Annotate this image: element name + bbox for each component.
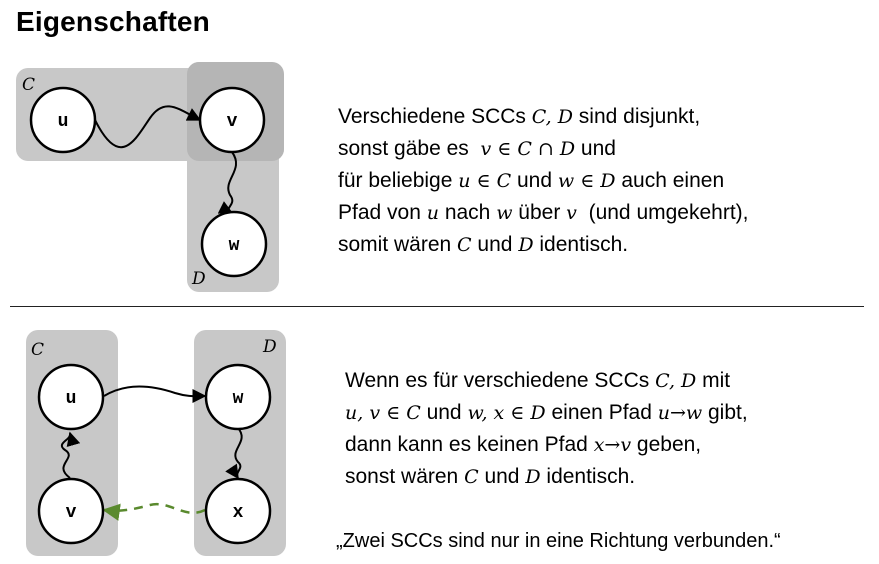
- edge-v-u: [60, 431, 81, 479]
- region-c-bottom-label: C: [31, 340, 44, 360]
- section-divider: [10, 306, 864, 307]
- region-d-label: D: [191, 269, 206, 289]
- top-explanation: Verschiedene SCCs C, D sind disjunkt, so…: [338, 101, 749, 261]
- svg-text:u: u: [66, 389, 77, 409]
- summary-quote: „Zwei SCCs sind nur in eine Richtung ver…: [336, 530, 781, 552]
- node-x-bottom: x: [204, 477, 272, 545]
- node-w: w: [200, 210, 268, 278]
- node-w-bottom: w: [204, 363, 272, 431]
- node-u: u: [29, 86, 97, 154]
- svg-text:u: u: [58, 112, 69, 132]
- region-c-label: C: [22, 75, 35, 95]
- edge-u-v: [94, 105, 202, 149]
- node-v-bottom: v: [37, 477, 105, 545]
- bottom-explanation: Wenn es für verschiedene SCCs C, D mit u…: [345, 365, 748, 493]
- node-v: v: [198, 86, 266, 154]
- page-title: Eigenschaften: [16, 6, 210, 37]
- edge-w-x: [225, 427, 243, 480]
- edge-u-w: [103, 385, 207, 404]
- bottom-line-1: Wenn es für verschiedene SCCs C, D mit: [345, 369, 731, 392]
- svg-text:x: x: [233, 503, 244, 523]
- svg-text:w: w: [229, 236, 240, 256]
- bottom-line-3: dann kann es keinen Pfad x→v geben,: [345, 433, 702, 456]
- top-line-4: Pfad von u nach w über v (und umgekehrt)…: [338, 201, 749, 224]
- top-line-1: Verschiedene SCCs C, D sind disjunkt,: [338, 105, 701, 128]
- node-u-bottom: u: [37, 363, 105, 431]
- top-line-2: sonst gäbe es v ∈ C ∩ D und: [338, 137, 616, 160]
- bottom-line-2: u, v ∈ C und w, x ∈ D einen Pfad u→w gib…: [345, 401, 748, 424]
- svg-text:v: v: [227, 112, 238, 132]
- svg-text:w: w: [233, 389, 244, 409]
- edge-v-w: [217, 151, 238, 214]
- region-d-bottom-label: D: [262, 337, 277, 357]
- svg-text:v: v: [66, 503, 77, 523]
- bottom-line-4: sonst wären C und D identisch.: [345, 465, 636, 488]
- top-line-3: für beliebige u ∈ C und w ∈ D auch einen: [338, 169, 725, 192]
- top-line-5: somit wären C und D identisch.: [338, 233, 629, 256]
- edge-x-v-dashed: [102, 502, 206, 521]
